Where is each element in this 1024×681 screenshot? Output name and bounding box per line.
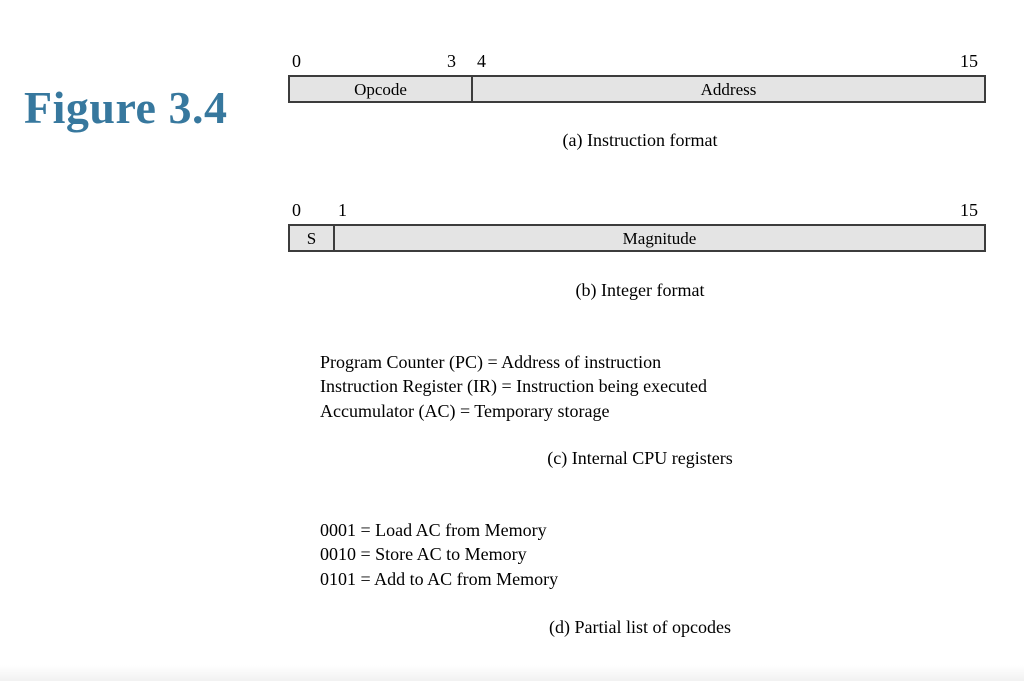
sign-field-label: S <box>306 228 317 248</box>
opcode-field: Opcode <box>290 77 473 101</box>
bit-label-a-0: 0 <box>292 51 301 71</box>
opcodes-list: 0001 = Load AC from Memory 0010 = Store … <box>320 518 558 591</box>
register-line-ir: Instruction Register (IR) = Instruction … <box>320 376 708 397</box>
register-line-pc: Program Counter (PC) = Address of instru… <box>320 352 662 372</box>
opcode-field-label: Opcode <box>354 79 407 99</box>
integer-format-bar: S Magnitude <box>288 224 986 252</box>
instruction-format-bar: Opcode Address <box>288 75 986 103</box>
address-field-label: Address <box>700 79 757 99</box>
bottom-fade <box>0 665 1024 681</box>
bit-label-b-15: 15 <box>960 200 978 220</box>
register-line-ac: Accumulator (AC) = Temporary storage <box>320 400 610 421</box>
caption-cpu-registers: (c) Internal CPU registers <box>547 448 733 468</box>
bit-label-b-1: 1 <box>338 200 347 220</box>
sign-field: S <box>290 226 335 250</box>
bit-label-b-0: 0 <box>292 200 301 220</box>
opcode-line-store: 0010 = Store AC to Memory <box>320 544 527 565</box>
caption-opcodes: (d) Partial list of opcodes <box>549 617 731 637</box>
opcode-line-add: 0101 = Add to AC from Memory <box>320 568 559 589</box>
caption-integer-format: (b) Integer format <box>575 280 705 300</box>
bit-label-a-3: 3 <box>447 51 456 71</box>
bit-label-a-15: 15 <box>960 51 978 71</box>
address-field: Address <box>473 77 984 101</box>
bit-label-a-4: 4 <box>477 51 486 71</box>
opcode-line-load: 0001 = Load AC from Memory <box>320 520 547 540</box>
magnitude-field: Magnitude <box>335 226 984 250</box>
figure-title: Figure 3.4 <box>24 82 228 133</box>
caption-instruction-format: (a) Instruction format <box>562 130 718 150</box>
magnitude-field-label: Magnitude <box>622 228 697 248</box>
registers-list: Program Counter (PC) = Address of instru… <box>320 350 707 423</box>
